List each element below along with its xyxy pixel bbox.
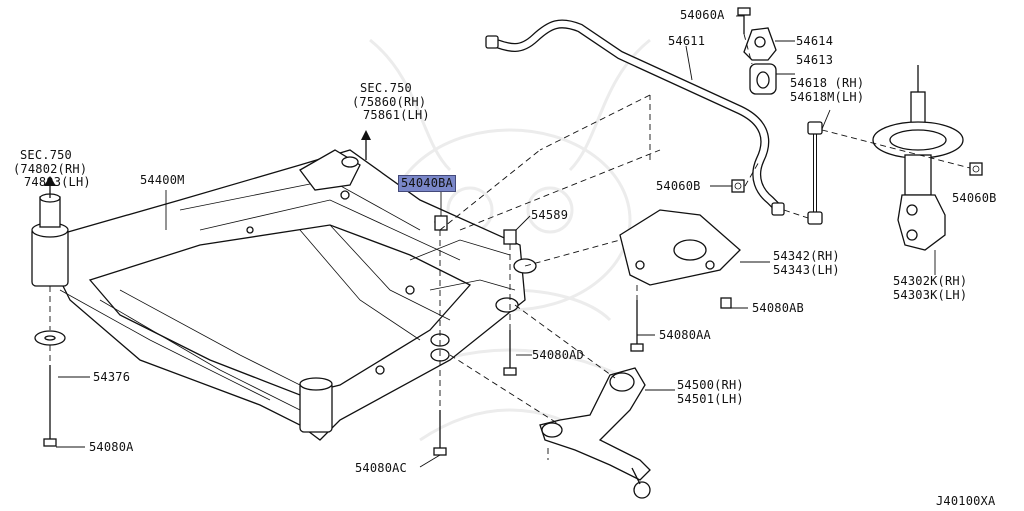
label-54080AB[interactable]: 54080AB <box>752 301 804 315</box>
nut-54060B-right <box>969 162 983 176</box>
bolt-54080AD <box>503 330 517 376</box>
front-strut <box>872 65 964 251</box>
label-54500[interactable]: 54500(RH) <box>677 378 744 392</box>
label-54618[interactable]: 54618 (RH) <box>790 76 865 90</box>
label-54501[interactable]: 54501(LH) <box>677 392 744 406</box>
bolt-54080AB <box>720 297 732 309</box>
nut-54040BA <box>434 215 448 231</box>
label-54060B-right[interactable]: 54060B <box>952 191 997 205</box>
nut-54060B-mid <box>731 179 745 193</box>
front-subframe <box>31 149 537 441</box>
stabilizer-bushing <box>749 63 777 95</box>
transverse-link <box>539 367 651 499</box>
washer-54376 <box>34 330 66 346</box>
sec-750-left[interactable]: SEC.750 <box>20 148 72 162</box>
nut-54589 <box>503 229 517 245</box>
leader-lines <box>49 15 936 468</box>
label-54613[interactable]: 54613 <box>796 53 834 67</box>
label-54040BA[interactable]: 54040BA <box>398 175 456 192</box>
label-54611[interactable]: 54611 <box>668 34 706 48</box>
label-54060B-mid[interactable]: 54060B <box>656 179 701 193</box>
label-74802[interactable]: (74802(RH) <box>13 162 88 176</box>
label-54080AA[interactable]: 54080AA <box>659 328 711 342</box>
label-75860[interactable]: (75860(RH) <box>352 95 427 109</box>
label-54400M[interactable]: 54400M <box>140 173 185 187</box>
label-54080AC[interactable]: 54080AC <box>355 461 407 475</box>
stabilizer-link <box>807 121 823 225</box>
label-54614[interactable]: 54614 <box>796 34 834 48</box>
diagram-code: J40100XA <box>936 494 996 508</box>
stabilizer-bar <box>485 19 785 216</box>
bolt-54080A <box>43 365 57 447</box>
label-54342[interactable]: 54342(RH) <box>773 249 840 263</box>
label-54080AD[interactable]: 54080AD <box>532 348 584 362</box>
bolt-54060A <box>737 7 751 34</box>
bolt-54080AC <box>433 410 447 456</box>
sec-750-top[interactable]: SEC.750 <box>360 81 412 95</box>
label-54080A[interactable]: 54080A <box>89 440 134 454</box>
label-54343[interactable]: 54343(LH) <box>773 263 840 277</box>
label-54376[interactable]: 54376 <box>93 370 131 384</box>
label-54302K[interactable]: 54302K(RH) <box>893 274 968 288</box>
subframe-bracket <box>619 209 741 286</box>
sec-arrows <box>44 130 371 198</box>
bolt-54080AA <box>630 300 644 352</box>
label-74803[interactable]: 74803(LH) <box>24 175 91 189</box>
stabilizer-clamp <box>743 27 777 61</box>
label-54060A[interactable]: 54060A <box>680 8 725 22</box>
label-54303K[interactable]: 54303K(LH) <box>893 288 968 302</box>
label-75861[interactable]: 75861(LH) <box>363 108 430 122</box>
label-54589[interactable]: 54589 <box>531 208 569 222</box>
label-54618M[interactable]: 54618M(LH) <box>790 90 865 104</box>
